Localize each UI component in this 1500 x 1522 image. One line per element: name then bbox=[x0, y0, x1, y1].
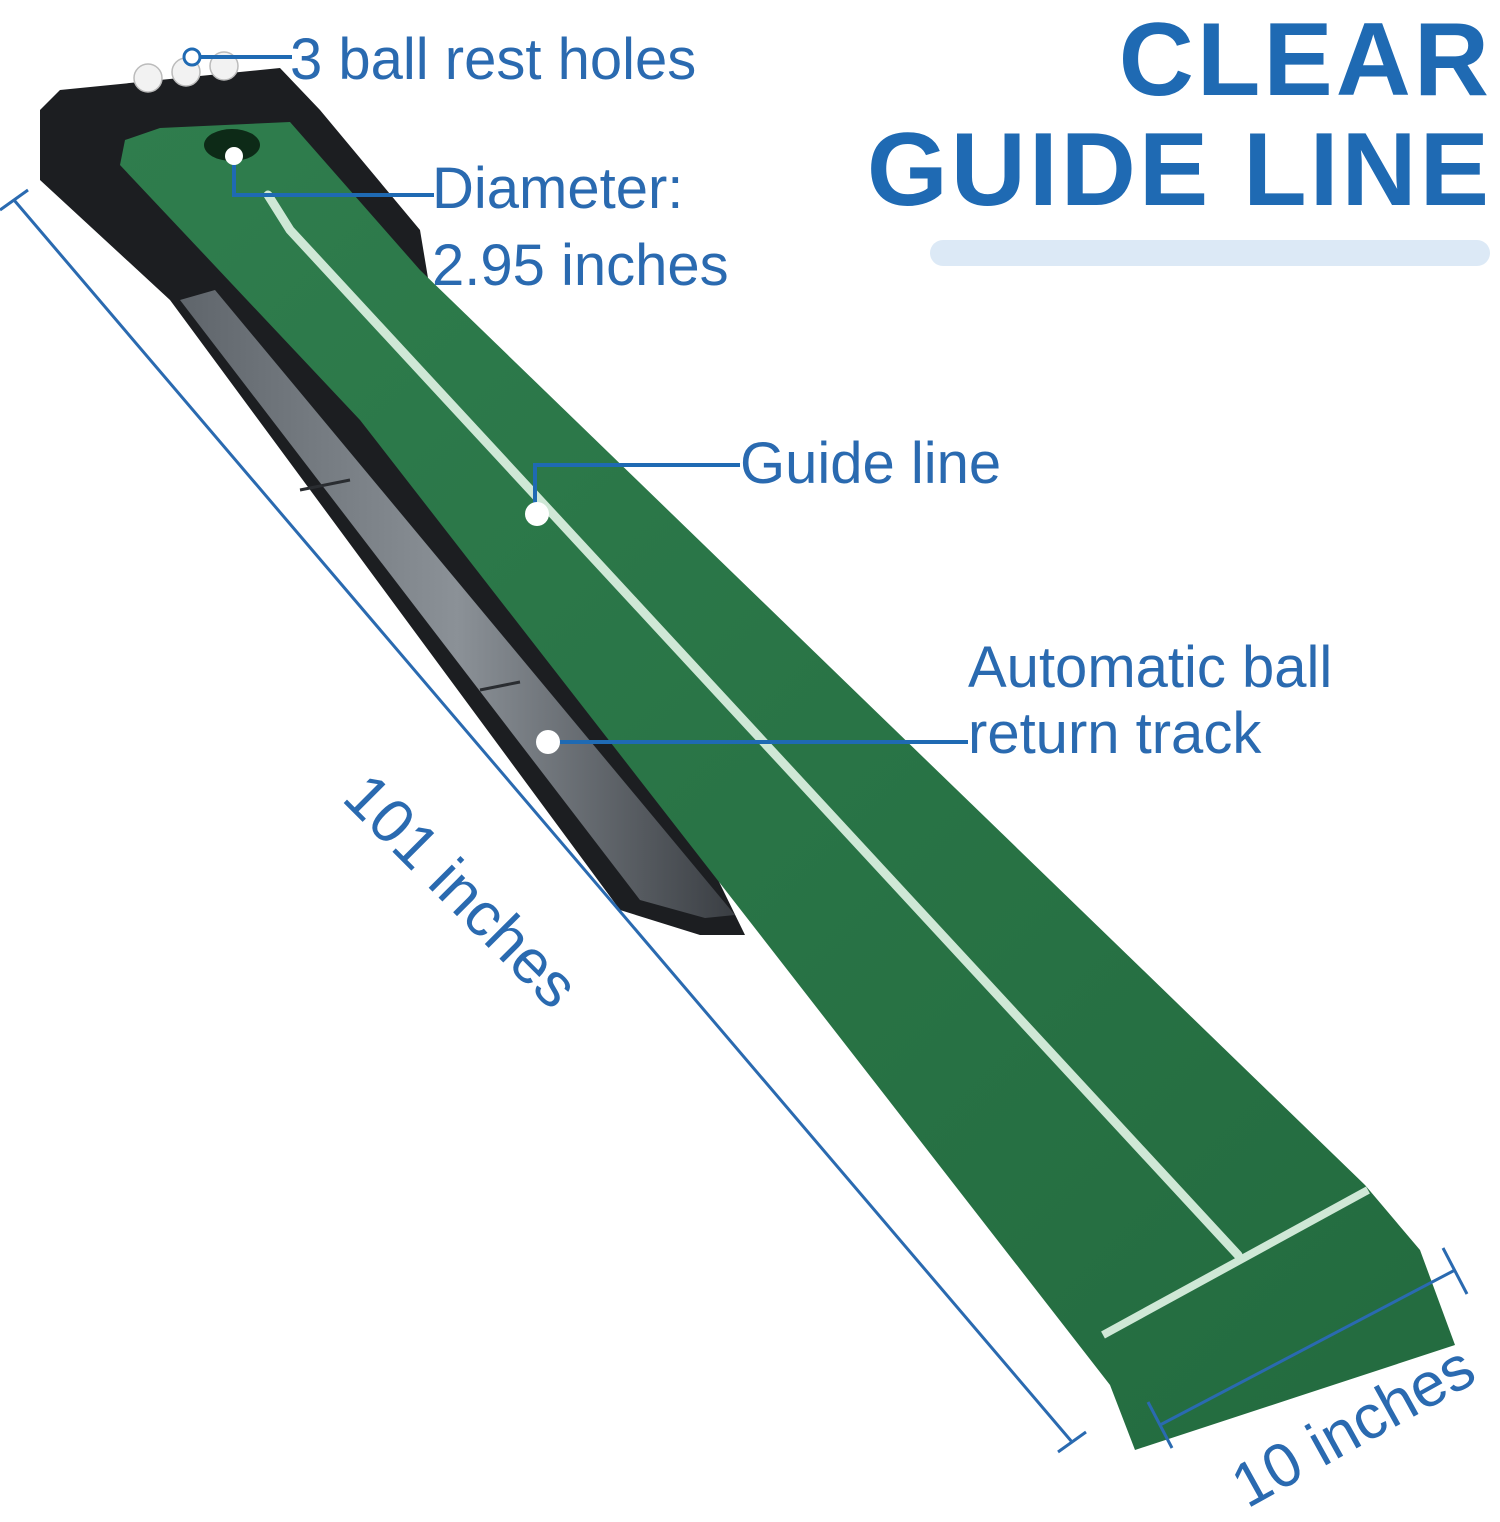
callout-dot bbox=[182, 47, 202, 67]
callout-diameter-title: Diameter: bbox=[432, 156, 684, 221]
callout-guide-line: Guide line bbox=[740, 431, 1002, 496]
return-track bbox=[180, 290, 735, 918]
width-dimension bbox=[1146, 1247, 1469, 1449]
guide-line bbox=[263, 190, 1243, 1260]
golf-ball bbox=[133, 63, 163, 93]
leader-diameter bbox=[232, 158, 434, 197]
tray-seam bbox=[479, 680, 521, 692]
headline-line1: CLEAR bbox=[1118, 2, 1492, 118]
start-line bbox=[1101, 1186, 1370, 1339]
callout-return-track-line2: return track bbox=[968, 701, 1262, 766]
leader-guide-line bbox=[533, 463, 740, 512]
callout-diameter-value: 2.95 inches bbox=[432, 233, 729, 298]
headline-underline bbox=[930, 240, 1490, 266]
headline-line2: GUIDE LINE bbox=[866, 112, 1492, 228]
putting-mat-illustration bbox=[0, 47, 1469, 1454]
callout-dot bbox=[525, 502, 549, 526]
length-dimension bbox=[0, 188, 1087, 1454]
tray-seam bbox=[299, 478, 351, 492]
callout-return-track-line1: Automatic ball bbox=[968, 635, 1333, 700]
callout-dot bbox=[225, 147, 243, 165]
callout-leaders bbox=[200, 55, 968, 744]
turf-mat bbox=[120, 122, 1455, 1450]
callout-ball-holes: 3 ball rest holes bbox=[290, 27, 697, 92]
cup-hole bbox=[204, 129, 260, 161]
callout-dot bbox=[536, 730, 560, 754]
